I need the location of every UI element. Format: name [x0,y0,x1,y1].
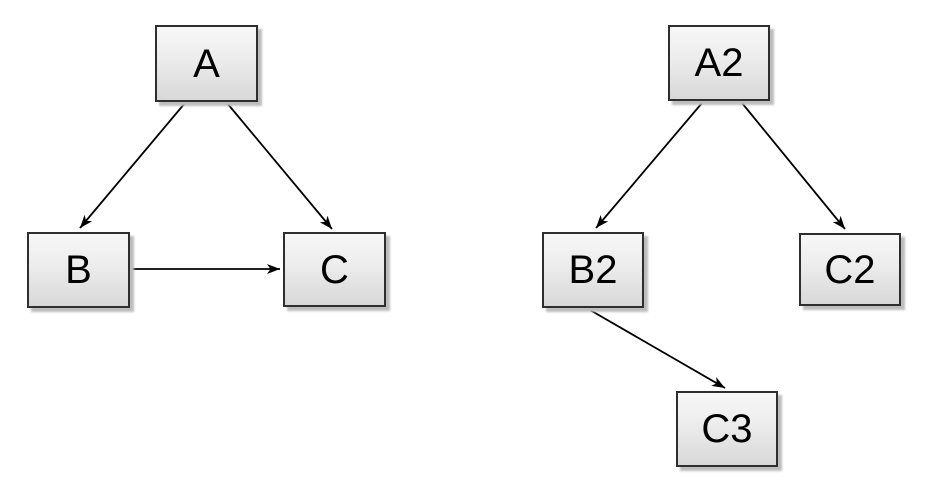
node-label-C2: C2 [824,247,876,292]
edge-B2-C3[interactable] [589,309,726,389]
node-A[interactable]: A [155,25,258,102]
node-A2[interactable]: A2 [668,25,770,101]
node-B2[interactable]: B2 [542,232,644,308]
node-C2[interactable]: C2 [799,233,901,306]
node-label-B: B [65,248,92,292]
edge-A-B[interactable] [79,102,186,229]
node-label-B2: B2 [568,248,618,292]
edge-A-C[interactable] [226,102,333,230]
node-label-C3: C3 [701,407,753,451]
node-C3[interactable]: C3 [676,391,778,467]
node-C[interactable]: C [283,232,386,307]
node-B[interactable]: B [27,232,130,308]
edge-A2-C2[interactable] [741,102,846,230]
node-label-C: C [320,247,349,292]
node-label-A2: A2 [694,41,744,85]
node-label-A: A [193,41,220,86]
edge-A2-B2[interactable] [595,102,703,229]
